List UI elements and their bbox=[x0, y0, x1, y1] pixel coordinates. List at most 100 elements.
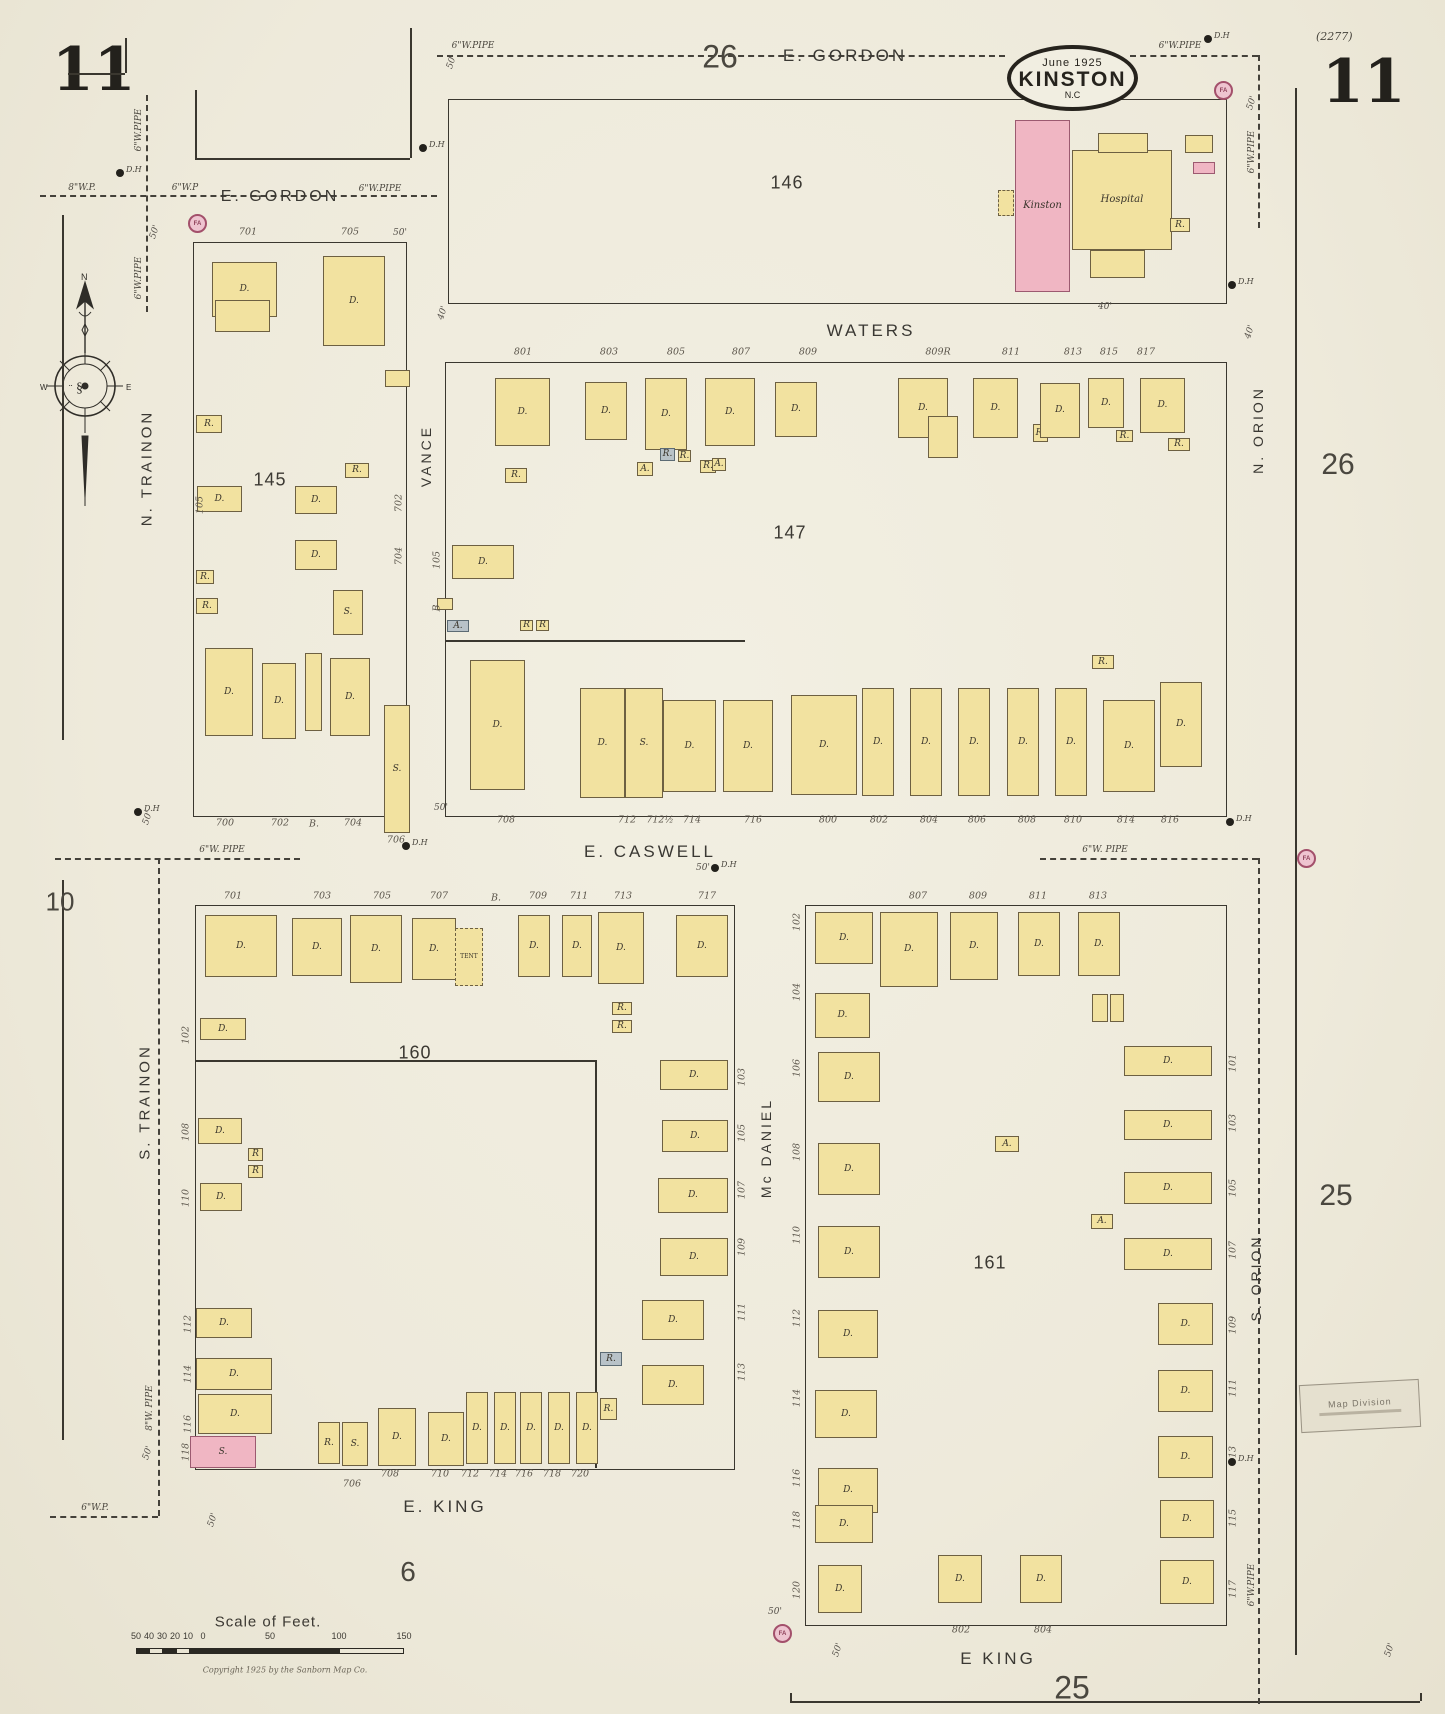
street-label: E. GORDON bbox=[782, 46, 908, 65]
water-pipe-line bbox=[1258, 55, 1260, 228]
scale-title: Scale of Feet. bbox=[214, 1613, 322, 1631]
house-number: 707 bbox=[429, 890, 449, 902]
building-label: D. bbox=[837, 1010, 848, 1020]
building: R. bbox=[612, 1002, 632, 1015]
building: R. bbox=[1116, 430, 1133, 442]
building-label: D. bbox=[969, 736, 979, 747]
building-label: D. bbox=[616, 942, 626, 953]
building: D. bbox=[1158, 1436, 1213, 1478]
water-pipe-label: 6"W.PIPE bbox=[1247, 1563, 1257, 1607]
house-number: 107 bbox=[736, 1180, 748, 1200]
building: R. bbox=[612, 1020, 632, 1033]
building: A. bbox=[637, 462, 653, 476]
house-number: B. bbox=[490, 892, 502, 904]
hydrant-label: D.H bbox=[721, 860, 737, 869]
dimension-label: 50' bbox=[1245, 94, 1259, 112]
building-label: D. bbox=[224, 686, 234, 697]
building: D. bbox=[1020, 1555, 1062, 1603]
building-label: R. bbox=[352, 465, 362, 475]
building: R. bbox=[660, 448, 675, 461]
building-label: Hospital bbox=[1100, 194, 1144, 205]
building-label: D. bbox=[1163, 1182, 1173, 1193]
building bbox=[305, 653, 322, 731]
building bbox=[928, 416, 958, 458]
house-number: 103 bbox=[736, 1067, 748, 1087]
building-label: R. bbox=[1174, 439, 1184, 449]
house-number: 115 bbox=[1227, 1508, 1239, 1528]
dimension-label: 40' bbox=[1243, 323, 1257, 341]
building-label: R bbox=[539, 620, 546, 630]
building-label: R. bbox=[662, 449, 673, 459]
house-number: 110 bbox=[791, 1225, 803, 1245]
building: R. bbox=[196, 570, 214, 584]
street-label: S. ORION bbox=[1248, 1234, 1264, 1322]
map-line bbox=[195, 158, 410, 160]
house-number: 804 bbox=[919, 814, 939, 826]
svg-text:§: § bbox=[76, 381, 83, 396]
fire-alarm-box-icon: FA bbox=[1297, 849, 1316, 868]
adjoining-sheet-number: 10 bbox=[45, 886, 75, 917]
building-label: R bbox=[523, 620, 530, 630]
house-number: 702 bbox=[270, 817, 290, 829]
house-number: 811 bbox=[1001, 346, 1021, 358]
building: R. bbox=[678, 450, 691, 462]
city-block-outline bbox=[448, 99, 1227, 304]
building: D. bbox=[1124, 1046, 1212, 1076]
dimension-label: 50' bbox=[148, 223, 162, 241]
building: D. bbox=[862, 688, 894, 796]
hydrant-dot-icon bbox=[1228, 281, 1236, 289]
dimension-label: 50' bbox=[768, 1607, 782, 1617]
building-label: D. bbox=[1066, 736, 1076, 747]
hydrant-dot-icon bbox=[1228, 1458, 1236, 1466]
house-number: 712 bbox=[617, 814, 637, 826]
building-label: R. bbox=[617, 1021, 627, 1031]
house-number: 817 bbox=[1136, 346, 1156, 358]
city-block-outline bbox=[805, 905, 1227, 1626]
sheet-number-left: 11 bbox=[52, 35, 136, 105]
building: D. bbox=[791, 695, 857, 795]
adjoining-sheet-number: 6 bbox=[400, 1556, 416, 1587]
house-number: 808 bbox=[1017, 814, 1037, 826]
hydrant-dot-icon bbox=[1204, 35, 1212, 43]
scale-bar-segment bbox=[270, 1648, 339, 1654]
house-number: 117 bbox=[1227, 1579, 1239, 1599]
house-number: 709 bbox=[528, 890, 548, 902]
building bbox=[215, 300, 270, 332]
dimension-label: 40' bbox=[436, 304, 450, 322]
house-number: 108 bbox=[791, 1142, 803, 1162]
house-number: 801 bbox=[513, 346, 533, 358]
building-label: D. bbox=[312, 941, 322, 952]
house-number: 108 bbox=[180, 1122, 192, 1142]
building-label: R. bbox=[606, 1353, 616, 1364]
building-label: TENT bbox=[460, 953, 478, 960]
building: D. bbox=[470, 660, 525, 790]
building-label: D. bbox=[1176, 719, 1186, 729]
stamp-text: Map Division bbox=[1327, 1396, 1392, 1410]
building-label: D. bbox=[500, 1422, 510, 1433]
scale-tick-label: 0 bbox=[200, 1631, 206, 1641]
hydrant-label: D.H bbox=[1236, 814, 1252, 823]
building bbox=[385, 370, 410, 387]
building-label: D. bbox=[1180, 1318, 1191, 1329]
building-label: D. bbox=[843, 1485, 853, 1495]
building: D. bbox=[815, 993, 870, 1038]
building-label: S. bbox=[350, 1438, 360, 1449]
map-line bbox=[790, 1693, 792, 1701]
dimension-label: 50' bbox=[434, 803, 448, 813]
building-label: D. bbox=[229, 1368, 239, 1379]
street-label: E KING bbox=[960, 1649, 1036, 1668]
building: D. bbox=[452, 545, 514, 579]
building: R. bbox=[318, 1422, 340, 1464]
hydrant-dot-icon bbox=[1226, 818, 1234, 826]
building-label: R. bbox=[1175, 219, 1185, 230]
building: D. bbox=[200, 1183, 242, 1211]
scale-bar-segment bbox=[339, 1648, 404, 1654]
building-label: D. bbox=[554, 1422, 564, 1433]
scale-tick-label: 50 bbox=[264, 1631, 276, 1641]
building: R. bbox=[600, 1352, 622, 1366]
building-label: D. bbox=[661, 408, 671, 419]
water-pipe-label: 6"W. PIPE bbox=[199, 845, 245, 855]
building: Kinston bbox=[1015, 120, 1070, 292]
house-number: 714 bbox=[682, 814, 702, 826]
